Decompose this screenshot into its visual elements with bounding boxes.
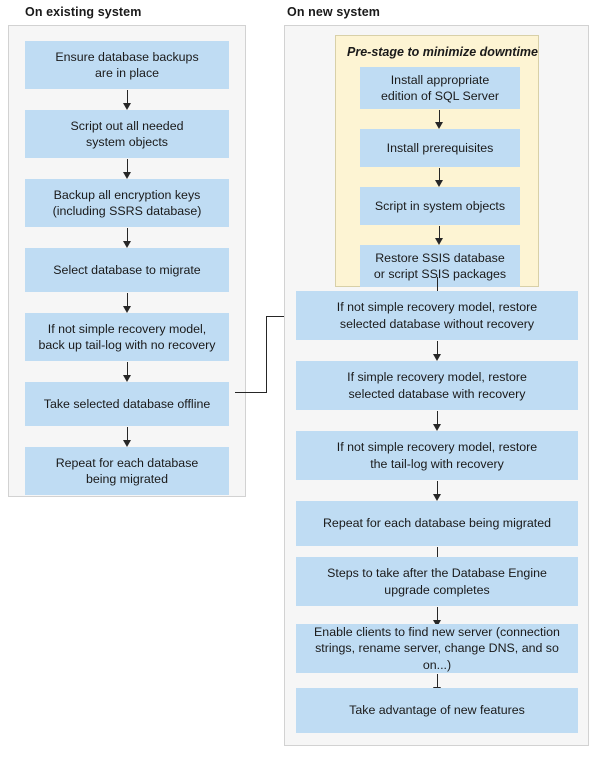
- node-take-database-offline[interactable]: Take selected database offline: [25, 382, 229, 426]
- node-script-out-objects[interactable]: Script out all needed system objects: [25, 110, 229, 158]
- node-line: back up tail-log with no recovery: [38, 338, 216, 352]
- panel-existing-system: Ensure database backups are in place Scr…: [8, 25, 246, 497]
- node-enable-clients[interactable]: Enable clients to find new server (conne…: [296, 624, 578, 673]
- node-line: selected database without recovery: [339, 316, 535, 331]
- arrow-down-icon: [123, 362, 132, 382]
- node-line: If simple recovery model, restore: [347, 370, 527, 384]
- node-line: If not simple recovery model,: [47, 321, 207, 336]
- node-line: Select database to migrate: [53, 262, 201, 277]
- node-line: Ensure database backups: [55, 49, 199, 64]
- node-line: Backup all encryption keys: [53, 187, 201, 202]
- node-install-prerequisites[interactable]: Install prerequisites: [360, 129, 520, 167]
- arrow-down-icon: [123, 90, 132, 110]
- node-line: Take advantage of new features: [349, 703, 525, 718]
- node-backup-encryption-keys[interactable]: Backup all encryption keys (including SS…: [25, 179, 229, 227]
- node-script-in-system-objects[interactable]: Script in system objects: [360, 187, 520, 225]
- node-post-upgrade-steps[interactable]: Steps to take after the Database Engine …: [296, 557, 578, 606]
- node-repeat-each-database-left[interactable]: Repeat for each database being migrated: [25, 447, 229, 495]
- node-line: Install appropriate: [390, 72, 490, 87]
- node-restore-without-recovery[interactable]: If not simple recovery model, restore se…: [296, 291, 578, 340]
- node-restore-ssis-database[interactable]: Restore SSIS database or script SSIS pac…: [360, 245, 520, 287]
- node-take-advantage-new-features[interactable]: Take advantage of new features: [296, 688, 578, 733]
- node-line: Repeat for each database being migrated: [322, 516, 551, 531]
- arrow-down-icon: [433, 411, 442, 431]
- arrow-down-icon: [123, 159, 132, 179]
- node-line: Enable clients to find new server (conne…: [314, 624, 560, 639]
- arrow-down-icon: [433, 341, 442, 361]
- arrow-down-icon: [435, 226, 444, 245]
- node-restore-with-recovery[interactable]: If simple recovery model, restore select…: [296, 361, 578, 410]
- arrow-down-icon: [433, 607, 442, 627]
- node-select-database[interactable]: Select database to migrate: [25, 248, 229, 292]
- node-line: Repeat for each database: [55, 455, 199, 470]
- node-line: Install prerequisites: [386, 140, 494, 155]
- node-line: Restore SSIS database: [375, 250, 505, 265]
- arrow-down-icon: [435, 168, 444, 187]
- arrow-down-icon: [435, 110, 444, 129]
- connector-segment-horizontal-top: [265, 316, 291, 318]
- node-install-edition[interactable]: Install appropriate edition of SQL Serve…: [360, 67, 520, 109]
- node-line: the tail-log with recovery: [370, 456, 504, 471]
- node-line: If not simple recovery model, restore: [336, 440, 538, 454]
- node-line: selected database with recovery: [348, 386, 526, 401]
- node-line: upgrade completes: [384, 582, 490, 597]
- node-line: Take selected database offline: [43, 396, 211, 411]
- node-backup-tail-log[interactable]: If not simple recovery model, back up ta…: [25, 313, 229, 361]
- node-repeat-each-database-right[interactable]: Repeat for each database being migrated: [296, 501, 578, 546]
- prestage-label: Pre-stage to minimize downtime: [347, 45, 539, 59]
- panel-new-system: Pre-stage to minimize downtime Install a…: [284, 25, 589, 746]
- prestage-group: Pre-stage to minimize downtime Install a…: [335, 35, 539, 287]
- node-line: or script SSIS packages: [373, 267, 507, 281]
- node-line: strings, rename server, change DNS, and …: [315, 641, 559, 672]
- connector-segment-horizontal-bottom: [235, 392, 267, 394]
- arrow-down-icon: [123, 293, 132, 313]
- node-line: are in place: [94, 66, 160, 80]
- node-line: (including SSRS database): [52, 204, 202, 218]
- column-title-new-system: On new system: [287, 5, 380, 19]
- node-line: system objects: [86, 135, 168, 149]
- column-title-existing-system: On existing system: [25, 5, 142, 19]
- connector-segment-vertical: [265, 316, 267, 393]
- node-line: Steps to take after the Database Engine: [327, 566, 547, 580]
- node-line: edition of SQL Server: [380, 89, 499, 103]
- node-restore-tail-log[interactable]: If not simple recovery model, restore th…: [296, 431, 578, 480]
- arrow-down-icon: [433, 481, 442, 501]
- node-ensure-backups[interactable]: Ensure database backups are in place: [25, 41, 229, 89]
- arrow-down-icon: [123, 427, 132, 447]
- node-line: Script out all needed: [70, 118, 184, 133]
- arrow-down-icon: [123, 228, 132, 248]
- node-line: being migrated: [86, 472, 168, 486]
- node-line: If not simple recovery model, restore: [336, 300, 538, 314]
- node-line: Script in system objects: [374, 198, 506, 213]
